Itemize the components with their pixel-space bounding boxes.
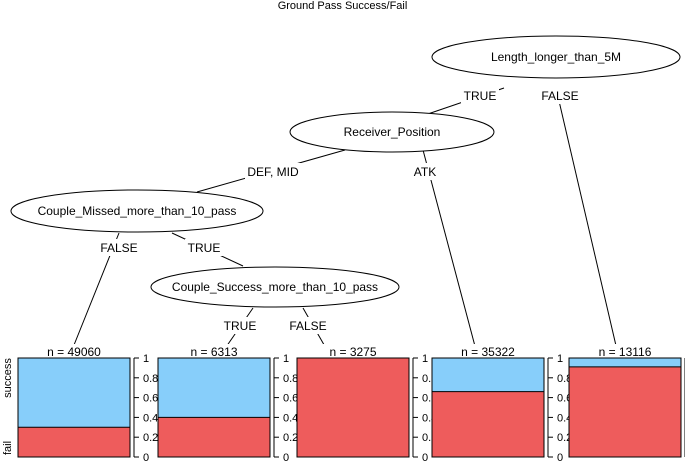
leaf-frame	[17, 357, 131, 458]
bar-fail	[297, 358, 409, 457]
node-ellipse-n3	[10, 189, 264, 233]
y-tick-label: 0.4	[283, 412, 298, 424]
leaf-n-label: n = 49060	[47, 345, 101, 359]
leaf-panel: n = 1311600.20.40.60.81	[568, 344, 685, 458]
bar-success	[18, 358, 130, 428]
y-tick-label: 0	[422, 452, 428, 463]
tree-nodes: Length_longer_than_5M Receiver_Position …	[10, 35, 681, 308]
edge-n2-leaf4	[422, 149, 477, 351]
y-tick-label: 0.4	[557, 412, 572, 424]
y-tick-label: 0.4	[143, 412, 158, 424]
edge-n1-leaf5	[555, 87, 618, 351]
bar-fail	[569, 366, 681, 457]
edge-label-n1-n2: TRUE	[464, 89, 497, 103]
node-ellipse-n1	[431, 35, 681, 79]
node-label-n3: Couple_Missed_more_than_10_pass	[38, 204, 237, 218]
y-tick-label: 1	[143, 353, 149, 365]
y-tick-label: 1	[283, 353, 289, 365]
y-tick-label: 0.8	[557, 373, 572, 385]
leaf-frame	[431, 357, 545, 458]
leaf-panel: n = 6313 0 0.2 0.4 0.6 0.8 1	[157, 344, 298, 463]
bar-success	[158, 358, 270, 418]
edge-label-n3-n4: TRUE	[188, 241, 221, 255]
node-ellipse-n2	[289, 111, 495, 153]
y-tick-label: 1	[557, 353, 563, 365]
edge-label-n2-n3: DEF, MID	[247, 165, 299, 179]
y-tick-label: 1	[422, 353, 428, 365]
leaf-n-label: n = 6313	[190, 345, 237, 359]
y-tick-label: 0.6	[143, 393, 158, 405]
leaf-frame	[568, 357, 682, 458]
node-label-n2: Receiver_Position	[344, 125, 441, 139]
bar-fail	[18, 427, 130, 457]
y-label-fail: fail	[2, 441, 14, 455]
edge-label-n2-leaf4: ATK	[414, 165, 436, 179]
edge-labels: TRUE FALSE DEF, MID ATK FALSE TRUE TRUE …	[98, 87, 581, 334]
y-tick-label: 0.2	[143, 432, 158, 444]
node-label-n4: Couple_Success_more_than_10_pass	[172, 280, 378, 294]
figure-title: Ground Pass Success/Fail	[278, 0, 408, 12]
edge-label-n1-leaf5: FALSE	[541, 89, 578, 103]
bar-fail	[432, 391, 544, 457]
y-tick-label: 0	[557, 452, 563, 463]
bar-fail	[158, 417, 270, 457]
leaf-n-label: n = 3275	[329, 345, 376, 359]
leaf-panel: n = 49060 0 0.2 0.4 0.6 0.8 1 success fail	[2, 344, 158, 463]
bar-success	[569, 358, 681, 367]
leaf-frame	[157, 357, 271, 458]
edge-label-n4-leaf3: FALSE	[289, 319, 326, 333]
leaf-n-label: n = 35322	[461, 345, 515, 359]
edge-label-n4-leaf2: TRUE	[224, 319, 257, 333]
edge-label-n3-leaf1: FALSE	[100, 241, 137, 255]
y-tick-label: 0.2	[283, 432, 298, 444]
leaf-frame	[296, 357, 410, 458]
y-tick-label: 0.8	[143, 373, 158, 385]
y-tick-label: 0.6	[557, 393, 572, 405]
bar-success	[432, 358, 544, 392]
y-tick-label: 0	[143, 452, 149, 463]
leaf-panel: n = 35322 0 0.2 0.4 0.6 0.8 1	[431, 344, 572, 463]
y-tick-label: 0.2	[557, 432, 572, 444]
node-ellipse-n4	[150, 266, 400, 308]
y-tick-label: 0	[283, 452, 289, 463]
y-tick-label: 0.6	[283, 393, 298, 405]
node-label-n1: Length_longer_than_5M	[491, 50, 621, 64]
y-label-success: success	[2, 358, 14, 398]
y-tick-label: 0.8	[283, 373, 298, 385]
leaf-n-label: n = 13116	[599, 345, 652, 359]
leaf-panels: n = 49060 0 0.2 0.4 0.6 0.8 1 success fail n = 63…	[2, 344, 685, 463]
